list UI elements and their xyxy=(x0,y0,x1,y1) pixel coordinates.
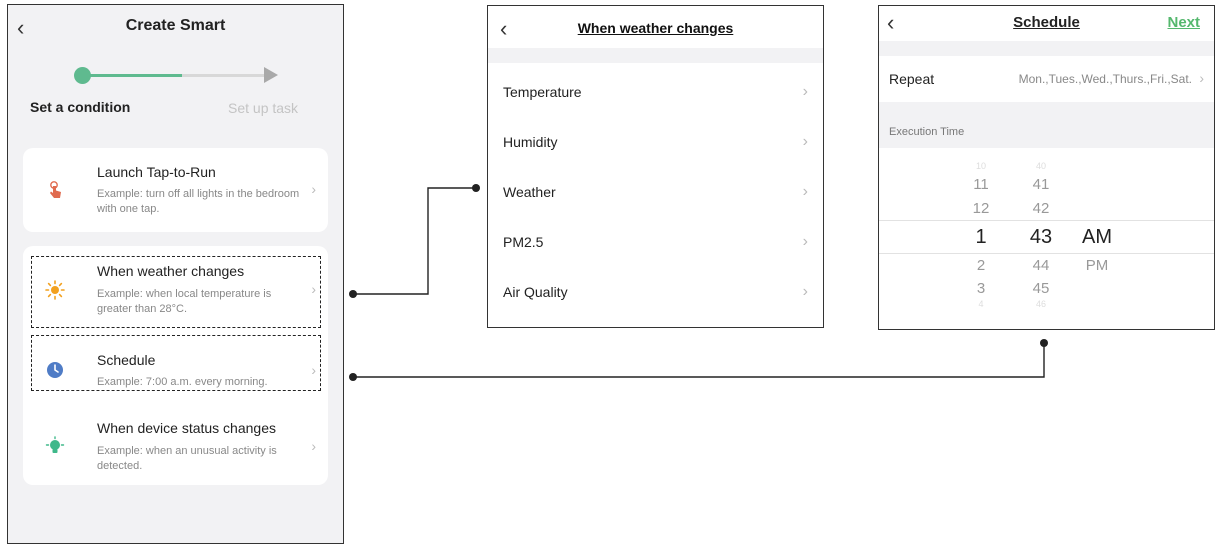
chevron-right-icon: › xyxy=(802,133,808,150)
weather-item-humidity[interactable]: Humidity › xyxy=(488,118,823,168)
chevron-right-icon: › xyxy=(311,281,316,297)
card-title: Launch Tap-to-Run xyxy=(97,164,216,180)
progress-dot xyxy=(74,67,91,84)
card-description: Example: turn off all lights in the bedr… xyxy=(97,188,300,215)
device-bulb-icon xyxy=(45,436,65,453)
schedule-screen: ‹ Schedule Next Repeat Mon.,Tues.,Wed.,T… xyxy=(878,5,1215,330)
chevron-right-icon: › xyxy=(802,233,808,250)
highlight-schedule-card xyxy=(31,335,321,391)
section-divider xyxy=(488,48,823,63)
card-description: Example: when an unusual activity is det… xyxy=(97,445,277,472)
condition-card-tap-to-run[interactable]: Launch Tap-to-Run Example: turn off all … xyxy=(23,148,328,232)
picker-value: 41 xyxy=(1032,176,1050,193)
condition-card-weather[interactable]: When weather changes Example: when local… xyxy=(23,246,328,326)
picker-value-selected: AM xyxy=(1082,226,1112,248)
picker-value: 42 xyxy=(1032,200,1050,217)
weather-item-air-quality[interactable]: Air Quality › xyxy=(488,268,823,318)
picker-value: 4 xyxy=(978,299,984,309)
sun-icon xyxy=(45,280,65,300)
highlight-weather-card xyxy=(31,256,321,328)
progress-arrow-icon xyxy=(264,67,278,83)
repeat-label: Repeat xyxy=(889,71,935,87)
weather-item-temperature[interactable]: Temperature › xyxy=(488,68,823,118)
card-title: When device status changes xyxy=(97,420,276,436)
repeat-row[interactable]: Repeat Mon.,Tues.,Wed.,Thurs.,Fri.,Sat. … xyxy=(879,56,1214,102)
card-title: When weather changes xyxy=(97,263,245,279)
execution-time-label: Execution Time xyxy=(889,126,965,138)
item-label: Weather xyxy=(503,184,556,200)
page-title: Schedule xyxy=(1013,14,1080,31)
step-set-up-task: Set up task xyxy=(228,100,299,116)
chevron-right-icon: › xyxy=(1199,70,1204,86)
chevron-right-icon: › xyxy=(311,438,316,454)
progress-fill xyxy=(86,74,182,77)
card-title: Schedule xyxy=(97,352,156,368)
condition-card-group: When weather changes Example: when local… xyxy=(23,246,328,485)
weather-conditions-screen: ‹ When weather changes Temperature › Hum… xyxy=(487,5,824,328)
back-icon[interactable]: ‹ xyxy=(887,10,895,35)
section-divider xyxy=(879,41,1214,56)
item-label: Air Quality xyxy=(503,284,568,300)
item-label: Temperature xyxy=(503,84,582,100)
condition-card-device-status[interactable]: When device status changes Example: when… xyxy=(23,406,328,484)
back-icon[interactable]: ‹ xyxy=(17,15,25,40)
item-label: PM2.5 xyxy=(503,234,544,250)
weather-item-weather[interactable]: Weather › xyxy=(488,168,823,218)
picker-value: 2 xyxy=(976,257,986,274)
picker-selection-bottom xyxy=(879,253,1214,254)
picker-selection-top xyxy=(879,220,1214,221)
picker-value: 12 xyxy=(972,200,990,217)
picker-value: PM xyxy=(1085,257,1109,274)
chevron-right-icon: › xyxy=(802,83,808,100)
section-divider xyxy=(879,102,1214,148)
item-label: Humidity xyxy=(503,134,558,150)
back-icon[interactable]: ‹ xyxy=(500,16,508,41)
weather-item-pm25[interactable]: PM2.5 › xyxy=(488,218,823,268)
picker-value-selected: 43 xyxy=(1029,226,1053,248)
chevron-right-icon: › xyxy=(311,362,316,378)
picker-value: 46 xyxy=(1035,299,1046,309)
repeat-value: Mon.,Tues.,Wed.,Thurs.,Fri.,Sat. xyxy=(1018,72,1192,86)
clock-icon xyxy=(47,362,63,378)
create-smart-screen: ‹ Create Smart Set a condition Set up ta… xyxy=(7,4,344,544)
card-description: Example: 7:00 a.m. every morning. xyxy=(97,376,268,388)
picker-value: 11 xyxy=(973,176,989,193)
condition-card-schedule[interactable]: Schedule Example: 7:00 a.m. every mornin… xyxy=(23,332,328,394)
chevron-right-icon: › xyxy=(311,181,316,197)
picker-value: 44 xyxy=(1032,257,1050,274)
picker-value: 10 xyxy=(975,161,986,171)
page-title: Create Smart xyxy=(125,17,226,34)
picker-value: 45 xyxy=(1032,280,1050,297)
card-description: Example: when local temperature is great… xyxy=(97,288,272,315)
tap-hand-icon xyxy=(50,181,61,198)
picker-value: 3 xyxy=(976,280,986,297)
picker-value-selected: 1 xyxy=(975,226,987,248)
next-button[interactable]: Next xyxy=(1167,14,1200,31)
picker-value: 40 xyxy=(1035,161,1046,171)
chevron-right-icon: › xyxy=(802,283,808,300)
step-set-condition: Set a condition xyxy=(30,99,131,115)
chevron-right-icon: › xyxy=(802,183,808,200)
page-title: When weather changes xyxy=(577,20,734,36)
